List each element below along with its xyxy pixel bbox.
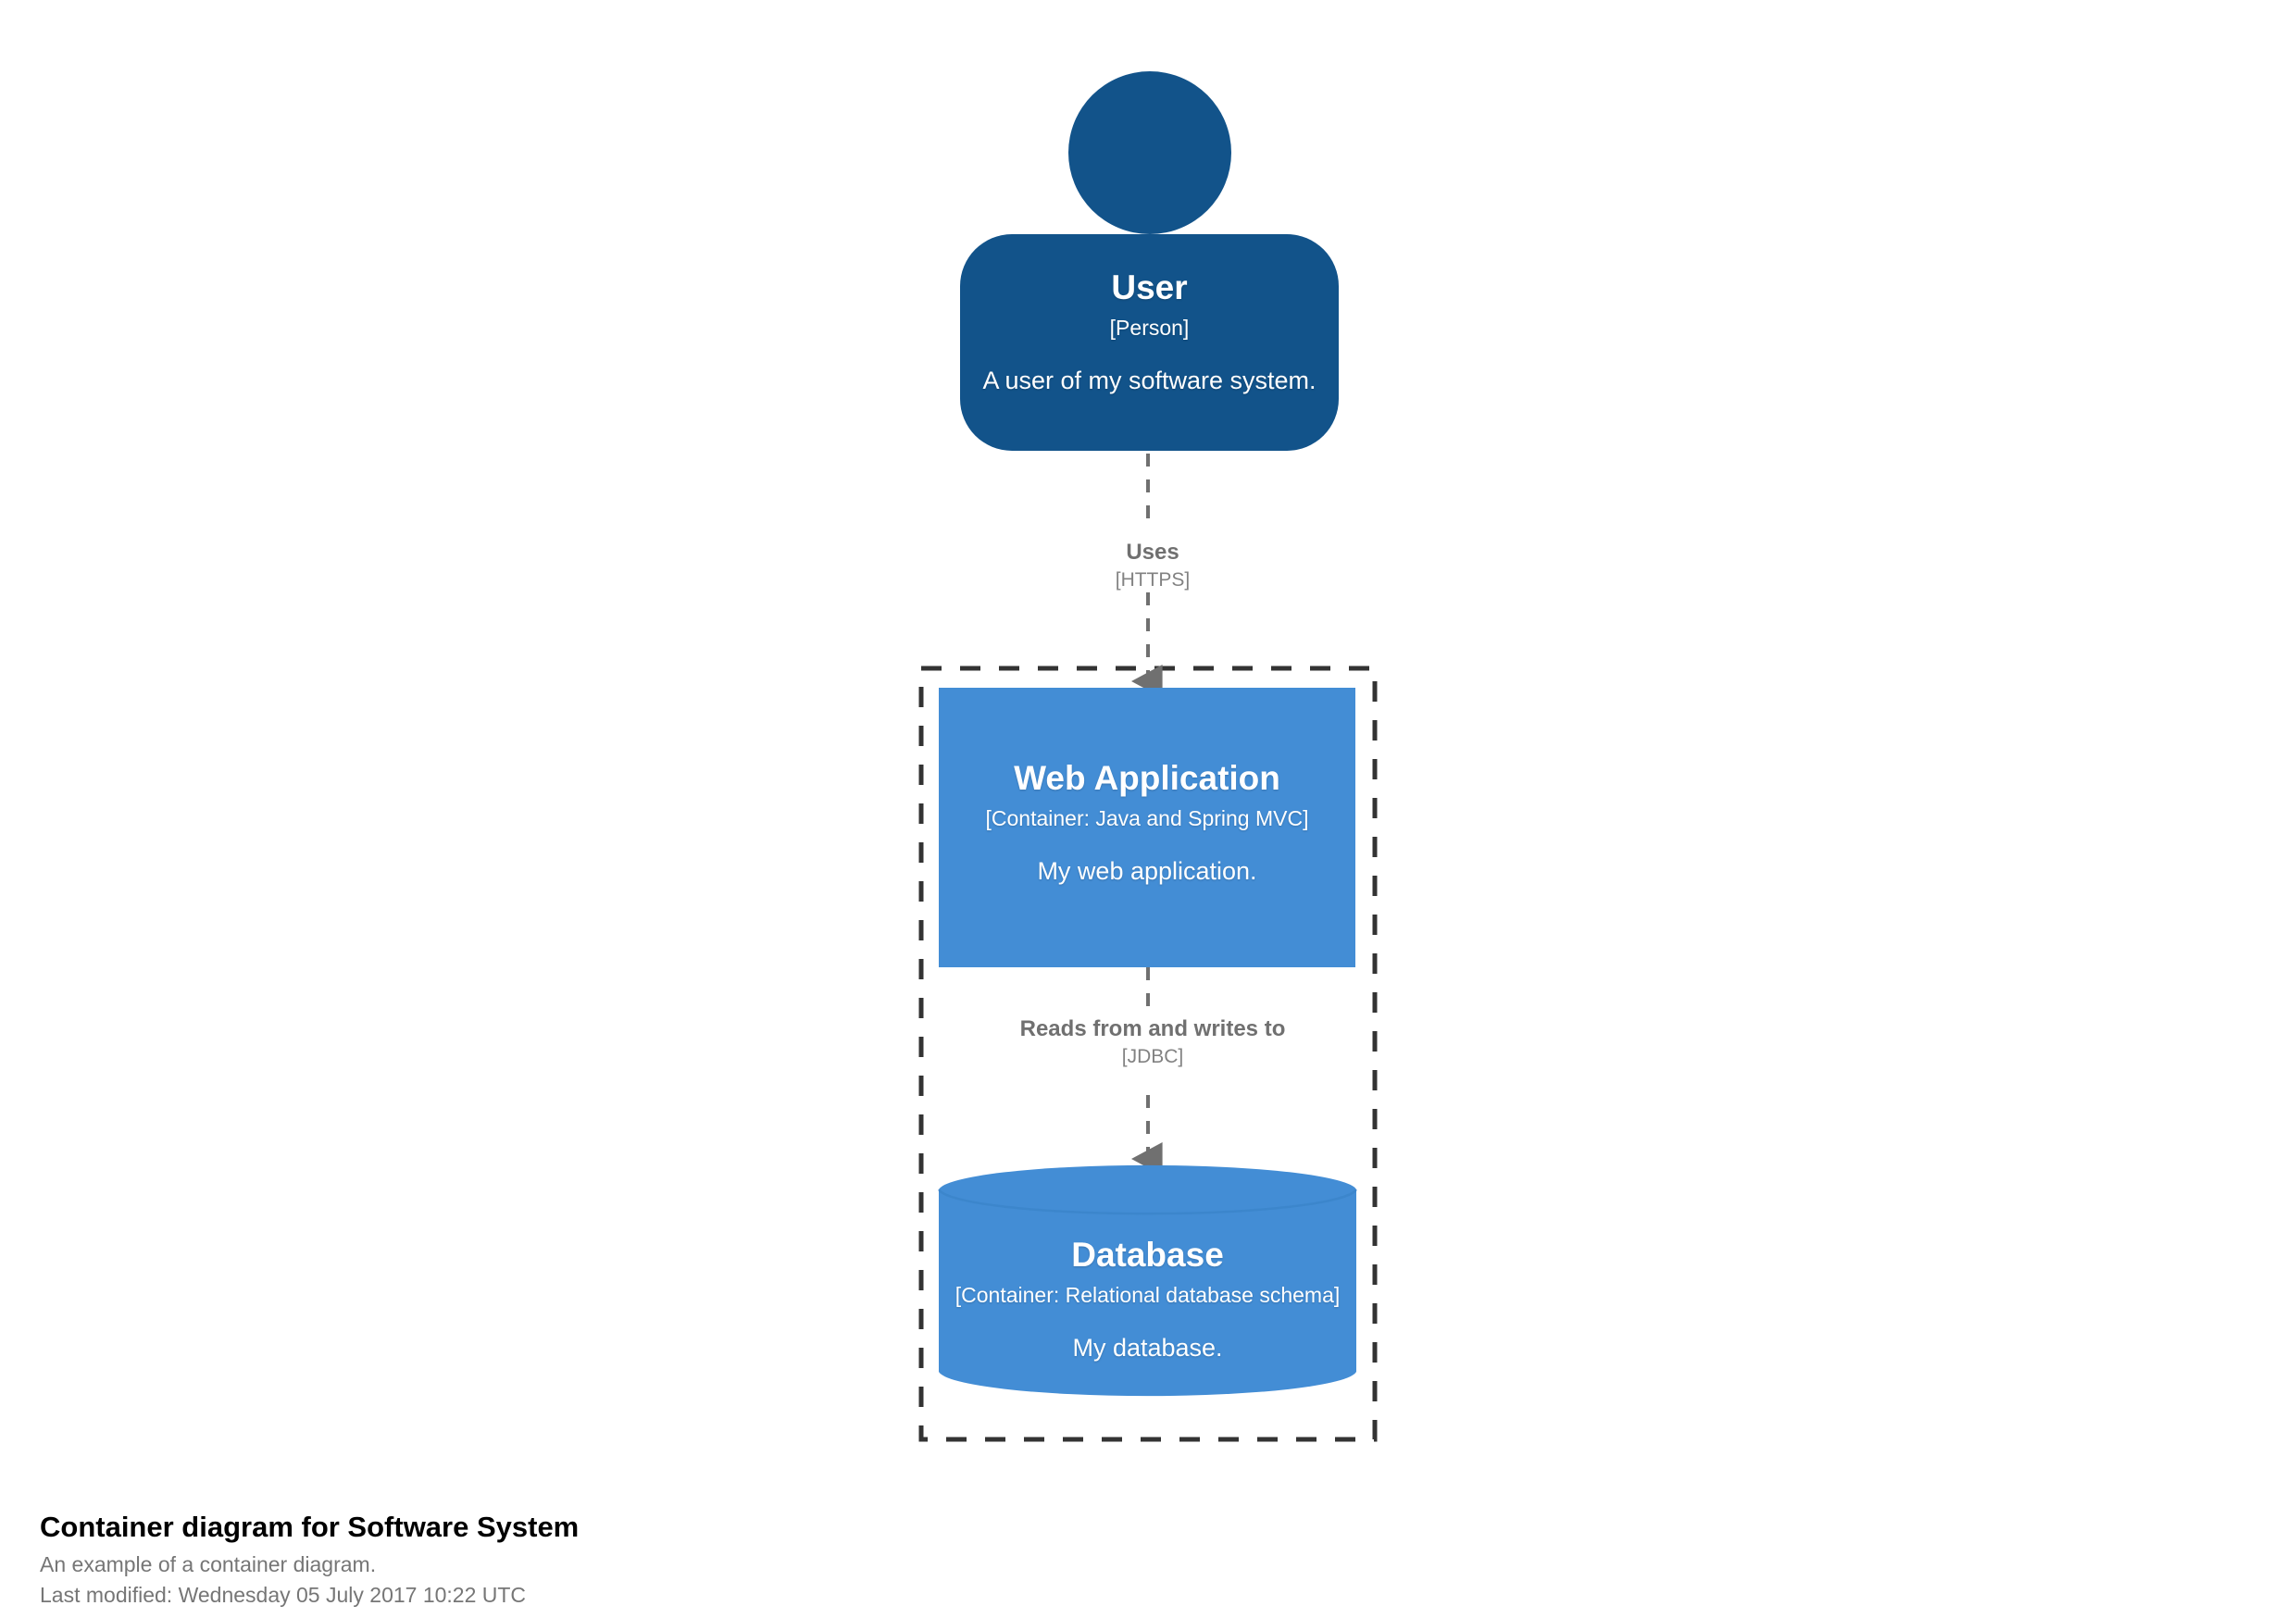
database-name: Database xyxy=(1071,1236,1224,1274)
web-application-labels: Web Application [Container: Java and Spr… xyxy=(939,759,1355,887)
person-user-tech: [Person] xyxy=(1109,316,1190,341)
database-cylinder-rim xyxy=(937,1189,1358,1215)
database-labels: Database [Container: Relational database… xyxy=(939,1236,1356,1363)
person-head-shape xyxy=(1068,71,1231,234)
person-user-labels: User [Person] A user of my software syst… xyxy=(960,268,1339,396)
diagram-last-modified: Last modified: Wednesday 05 July 2017 10… xyxy=(40,1582,527,1607)
diagram-caption: Container diagram for Software System An… xyxy=(40,1509,1336,1611)
node-person-user[interactable] xyxy=(960,71,1339,451)
node-container-database[interactable] xyxy=(937,1164,1358,1397)
database-tech: [Container: Relational database schema] xyxy=(955,1283,1341,1308)
web-application-tech: [Container: Java and Spring MVC] xyxy=(985,806,1309,831)
web-application-name: Web Application xyxy=(1014,759,1280,797)
person-body-shape xyxy=(960,234,1339,451)
relationship-reads-writes-label: Reads from and writes to [JDBC] xyxy=(1004,1016,1301,1069)
web-application-shape xyxy=(939,688,1355,967)
relationship-uses-description: Uses xyxy=(1126,540,1179,565)
relationship-uses-technology: [HTTPS] xyxy=(1115,569,1191,591)
database-cylinder-shape xyxy=(939,1164,1356,1397)
database-description: My database. xyxy=(1072,1334,1223,1363)
person-user-description: A user of my software system. xyxy=(982,367,1316,395)
web-application-description: My web application. xyxy=(1037,857,1257,886)
person-user-name: User xyxy=(1111,268,1188,306)
node-container-web-application[interactable] xyxy=(939,688,1355,967)
relationship-reads-writes-technology: [JDBC] xyxy=(1121,1046,1184,1068)
diagram-title: Container diagram for Software System xyxy=(40,1511,580,1543)
software-system-boundary[interactable] xyxy=(918,666,1378,1442)
relationship-reads-writes-description: Reads from and writes to xyxy=(1019,1016,1286,1041)
relationship-uses-label: Uses [HTTPS] xyxy=(1004,540,1301,592)
diagram-subtitle: An example of a container diagram. xyxy=(40,1552,377,1577)
